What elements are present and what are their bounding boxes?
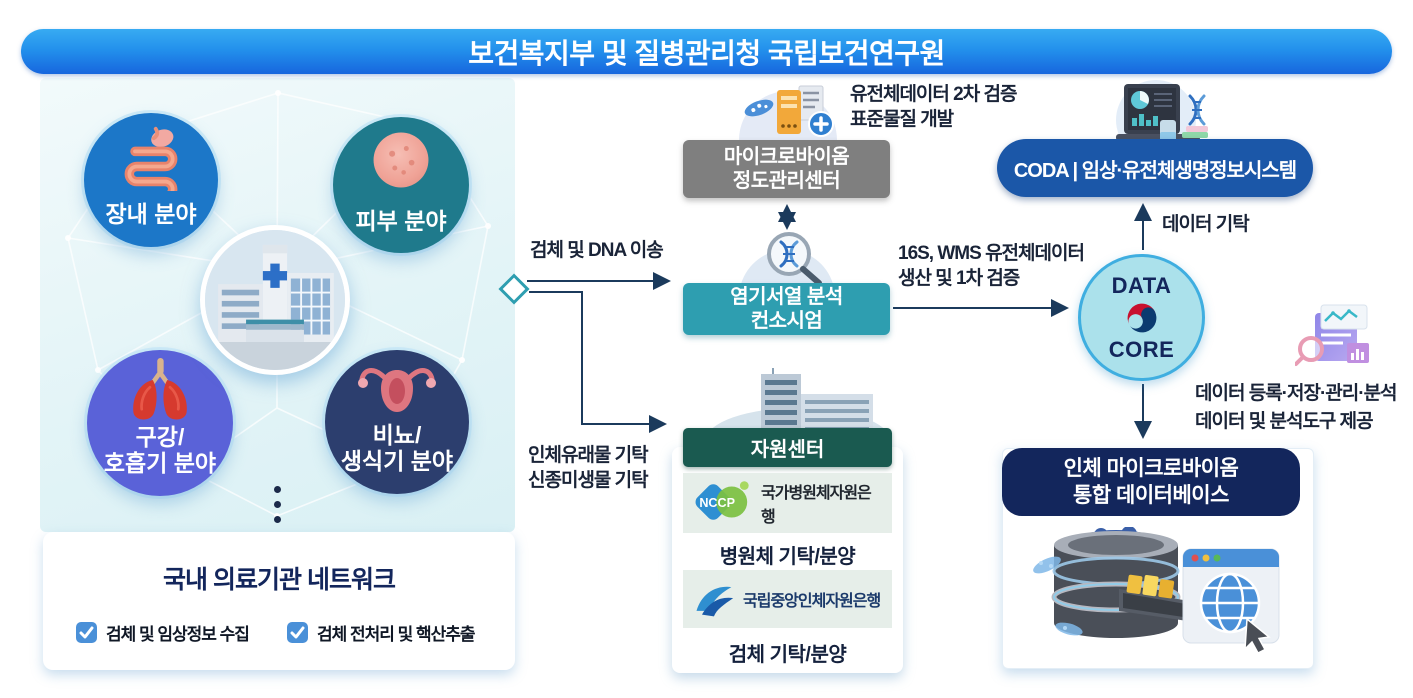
- resource-center-header: 자원센터: [683, 428, 892, 467]
- database-box-line: 통합 데이터베이스: [1073, 484, 1229, 507]
- lungs-icon: [124, 358, 196, 422]
- data-services-labels: 데이터 등록·저장·관리·분석 데이터 및 분석도구 제공: [1195, 380, 1398, 435]
- nccp-logo-text: NCCP: [699, 496, 735, 510]
- sequencing-box-line: 염기서열 분석: [730, 285, 843, 308]
- field-circle-oral-respiratory: 구강/ 호흡기 분야: [87, 350, 233, 496]
- integrated-database-box: 인체 마이크로바이옴 통합 데이터베이스: [1002, 448, 1300, 516]
- coda-label: CODA | 임상·유전체생명정보시스템: [1013, 159, 1297, 182]
- header-banner: 보건복지부 및 질병관리청 국립보건연구원: [21, 29, 1392, 74]
- resource-center-title: 자원센터: [750, 439, 825, 461]
- qc-box-line: 정도관리센터: [732, 170, 841, 192]
- network-card-title: 국내 의료기관 네트워크: [163, 566, 396, 594]
- skin-icon: [370, 129, 432, 191]
- bank-caption: 검체 기탁/분양: [728, 644, 847, 666]
- deposit-line: 인체유래물 기탁: [528, 445, 649, 466]
- banner-title: 보건복지부 및 질병관리청 국립보건연구원: [468, 37, 945, 69]
- checkbox-checked-icon: [76, 622, 97, 643]
- checklist-label: 검체 전처리 및 핵산추출: [316, 625, 476, 644]
- data-core-bottom-label: CORE: [1108, 336, 1175, 362]
- sequencing-consortium-box: 염기서열 분석 컨소시엄: [683, 283, 890, 335]
- nccp-logo: NCCP: [691, 477, 753, 529]
- report-magnifier-icon: [1295, 303, 1373, 367]
- qc-note: 유전체데이터 2차 검증 표준물질 개발: [850, 82, 1017, 132]
- network-card-checklist: 검체 및 임상정보 수집 검체 전처리 및 핵산추출: [76, 620, 476, 645]
- checklist-item: 검체 전처리 및 핵산추출: [286, 620, 476, 645]
- taegeuk-icon: [1124, 300, 1160, 336]
- sample-dna-transfer-label: 검체 및 DNA 이송: [530, 240, 664, 261]
- medical-network-panel: 장내 분야 피부 분야: [40, 78, 515, 532]
- field-circle-urinary-reproductive: 비뇨/ 생식기 분야: [325, 350, 469, 494]
- hospital-photo-icon: [200, 225, 350, 375]
- qc-note-line: 유전체데이터 2차 검증: [850, 84, 1017, 105]
- intestine-icon: [117, 125, 185, 191]
- bank-caption: 병원체 기탁/분양: [719, 546, 856, 568]
- field-label: 장내 분야: [105, 201, 197, 227]
- genome-data-labels: 16S, WMS 유전체데이터 생산 및 1차 검증: [898, 241, 1085, 291]
- checklist-label: 검체 및 임상정보 수집: [106, 625, 250, 644]
- database-box-line: 인체 마이크로바이옴: [1063, 456, 1239, 480]
- genome-line: 16S, WMS 유전체데이터: [898, 243, 1085, 264]
- services-line: 데이터 및 분석도구 제공: [1195, 410, 1374, 432]
- qc-note-line: 표준물질 개발: [850, 109, 954, 131]
- field-label: 비뇨/: [372, 422, 422, 448]
- uterus-icon: [357, 358, 437, 418]
- vertical-ellipsis-icon: [274, 486, 281, 523]
- field-circle-skin: 피부 분야: [333, 117, 469, 253]
- dna-magnifier-icon: [737, 228, 837, 286]
- data-deposit-label: 데이터 기탁: [1162, 214, 1250, 235]
- field-circle-gut: 장내 분야: [84, 113, 218, 247]
- services-line: 데이터 등록·저장·관리·분석: [1195, 383, 1398, 404]
- field-label: 피부 분야: [355, 208, 447, 234]
- qc-box-line: 마이크로바이옴: [723, 145, 850, 168]
- field-label: 생식기 분야: [340, 448, 454, 474]
- deposit-line: 신종미생물 기탁: [528, 470, 649, 492]
- checkbox-checked-icon: [286, 622, 308, 643]
- data-core-top-label: DATA: [1111, 272, 1172, 298]
- bank-name: 국가병원체자원은행: [761, 485, 872, 526]
- laptop-analytics-icon: [1098, 80, 1218, 152]
- biobank-swoosh-logo: [691, 579, 735, 619]
- coda-system-box: CODA | 임상·유전체생명정보시스템: [997, 139, 1313, 197]
- deposit-labels: 인체유래물 기탁 신종미생물 기탁: [528, 443, 649, 493]
- database-globe-illustration: [1031, 527, 1283, 659]
- data-core-circle: DATA CORE: [1078, 254, 1205, 381]
- field-label: 구강/: [135, 424, 185, 450]
- checklist-item: 검체 및 임상정보 수집: [76, 620, 250, 645]
- bank-row-nccp: NCCP 국가병원체자원은행: [683, 473, 892, 533]
- genome-line: 생산 및 1차 검증: [898, 268, 1020, 290]
- sequencing-box-line: 컨소시엄: [750, 310, 823, 332]
- microbiome-qc-center-box: 마이크로바이옴 정도관리센터: [683, 140, 890, 198]
- bank-row-biobank: 국립중앙인체자원은행: [683, 570, 892, 628]
- field-label: 호흡기 분야: [103, 450, 217, 476]
- server-microbe-icon: [733, 82, 843, 142]
- network-card: 국내 의료기관 네트워크 검체 및 임상정보 수집 검체 전처리 및 핵산추출: [43, 532, 515, 670]
- bank-name: 국립중앙인체자원은행: [743, 593, 881, 610]
